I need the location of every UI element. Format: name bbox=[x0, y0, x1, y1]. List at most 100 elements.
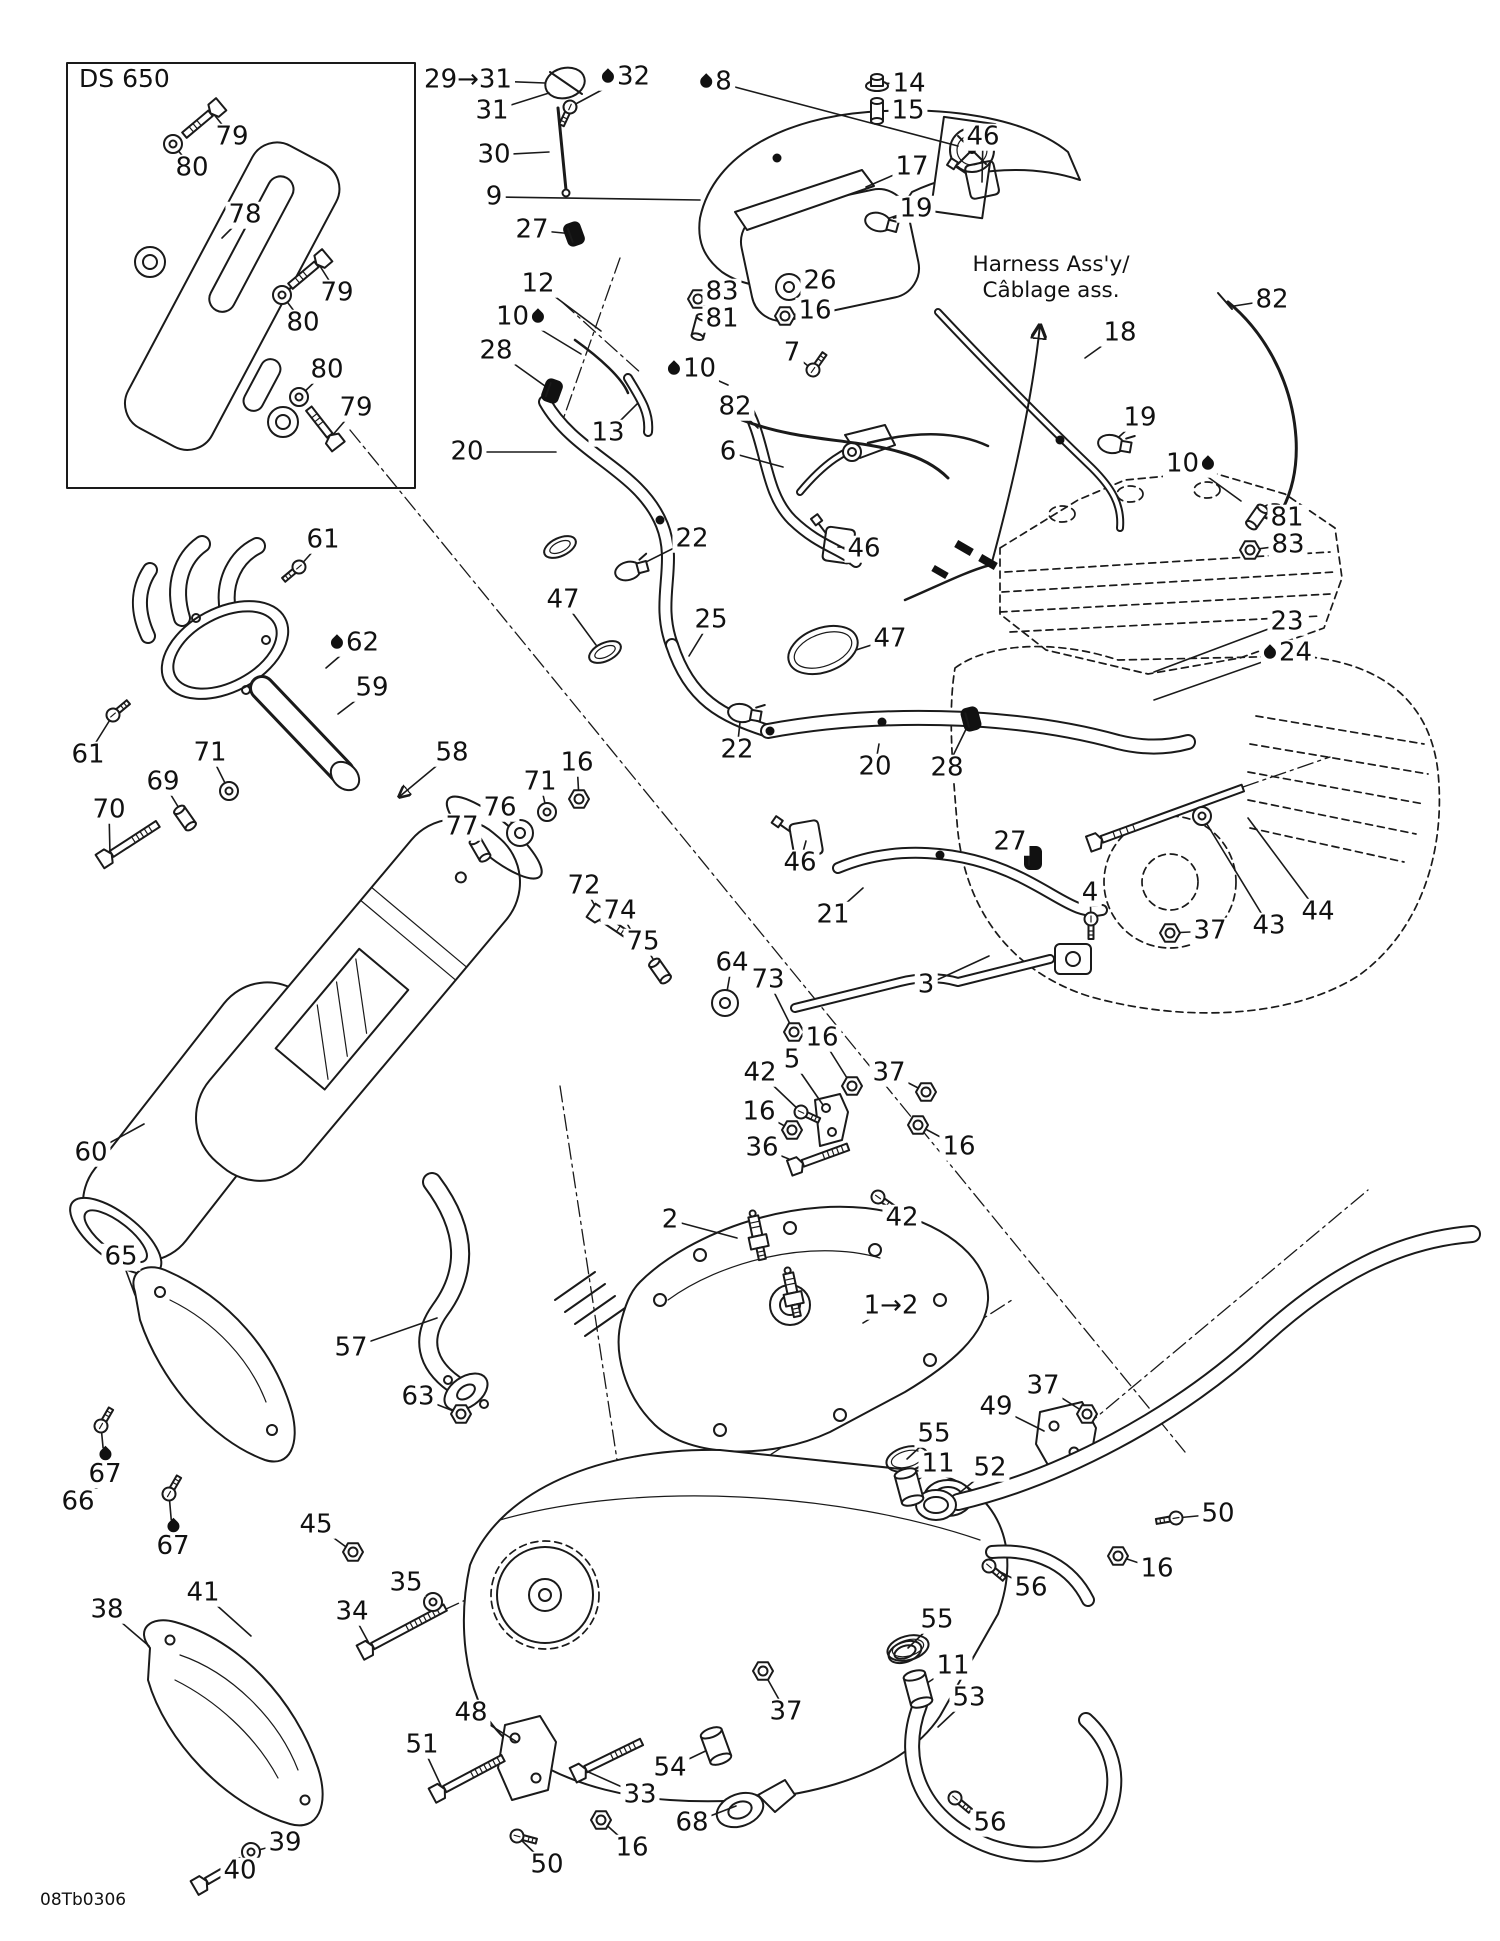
part-callout-37: 37 bbox=[766, 1699, 806, 1726]
fastener-glyphs bbox=[93, 73, 1269, 1896]
part-callout-28: 28 bbox=[476, 338, 516, 365]
screw-icon bbox=[805, 351, 828, 378]
part-number: 7 bbox=[783, 337, 801, 368]
heat-shield-bracket-78 bbox=[124, 141, 341, 451]
part-callout-53: 53 bbox=[949, 1685, 989, 1712]
harness-note-line2: Câblage ass. bbox=[982, 277, 1120, 303]
part-callout-16: 16 bbox=[612, 1835, 652, 1862]
part-number: 83 bbox=[705, 276, 739, 307]
part-number: 70 bbox=[92, 794, 126, 825]
part-callout-28: 28 bbox=[927, 755, 967, 782]
nut-icon bbox=[1107, 1546, 1129, 1566]
part-callout-55: 55 bbox=[917, 1604, 957, 1635]
part-callout-60: 60 bbox=[71, 1140, 111, 1167]
part-callout-51: 51 bbox=[402, 1732, 442, 1759]
part-callout-67: 67 bbox=[85, 1445, 125, 1488]
part-callout-50: 50 bbox=[1198, 1501, 1238, 1528]
part-callout-6: 6 bbox=[716, 439, 740, 466]
part-number: 50 bbox=[530, 1849, 564, 1880]
screw-icon bbox=[281, 559, 307, 583]
part-number: 16 bbox=[805, 1022, 839, 1053]
part-number: 61 bbox=[306, 524, 340, 555]
part-callout-1→2: 1→2 bbox=[860, 1293, 922, 1320]
washer-icon bbox=[272, 285, 292, 305]
part-callout-39: 39 bbox=[265, 1830, 305, 1857]
part-callout-32: 32 bbox=[598, 61, 654, 92]
oil-drop-icon bbox=[328, 634, 346, 652]
part-number: 19 bbox=[1123, 402, 1157, 433]
part-number: 22 bbox=[720, 734, 754, 765]
part-callout-11: 11 bbox=[933, 1650, 973, 1681]
part-number: 37 bbox=[872, 1057, 906, 1088]
mount-icon bbox=[563, 221, 585, 247]
part-number: 46 bbox=[783, 847, 817, 878]
nut-icon bbox=[752, 1661, 774, 1681]
part-number: 44 bbox=[1301, 896, 1335, 927]
part-number: 38 bbox=[90, 1594, 124, 1625]
part-callout-22: 22 bbox=[672, 523, 712, 554]
spacer-icon bbox=[870, 97, 884, 125]
part-number: 33 bbox=[623, 1779, 657, 1810]
part-callout-77: 77 bbox=[442, 814, 482, 841]
part-callout-21: 21 bbox=[813, 902, 853, 929]
nut-icon bbox=[781, 1120, 803, 1140]
part-number: 9 bbox=[485, 181, 503, 212]
part-callout-16: 16 bbox=[795, 298, 835, 325]
leader-line bbox=[1201, 815, 1270, 927]
nut-icon bbox=[1159, 923, 1181, 943]
part-callout-81: 81 bbox=[1267, 505, 1307, 532]
oil-drop-icon bbox=[599, 68, 617, 86]
part-callout-80: 80 bbox=[172, 155, 212, 182]
clip-icon bbox=[809, 513, 856, 565]
damper-icon bbox=[711, 989, 739, 1017]
part-callout-45: 45 bbox=[296, 1512, 336, 1539]
bolt-icon bbox=[785, 1142, 851, 1177]
oil-drop-icon bbox=[529, 308, 547, 326]
washer-icon bbox=[423, 1592, 443, 1612]
screw-icon bbox=[93, 1406, 115, 1434]
nut-icon bbox=[1239, 540, 1261, 560]
leader-line bbox=[715, 81, 959, 147]
part-number: 55 bbox=[920, 1604, 954, 1635]
part-number: 24 bbox=[1278, 637, 1313, 668]
part-callout-82: 82 bbox=[715, 394, 755, 421]
part-number: 11 bbox=[936, 1650, 970, 1681]
part-callout-65: 65 bbox=[101, 1241, 141, 1272]
bolt-icon bbox=[568, 1737, 645, 1784]
part-callout-36: 36 bbox=[742, 1135, 782, 1162]
part-number: 29→31 bbox=[424, 64, 512, 95]
part-number: 8 bbox=[715, 66, 732, 97]
bolt-icon bbox=[305, 405, 346, 453]
part-number: 34 bbox=[335, 1596, 369, 1627]
mount-icon bbox=[541, 378, 563, 404]
part-callout-80: 80 bbox=[283, 310, 323, 337]
screw-icon bbox=[870, 1189, 897, 1212]
part-number: 58 bbox=[435, 737, 469, 768]
part-number: 64 bbox=[715, 947, 749, 978]
part-callout-17: 17 bbox=[892, 154, 932, 181]
part-callout-14: 14 bbox=[889, 71, 929, 98]
throttle-lever-6 bbox=[796, 424, 990, 496]
screw-icon bbox=[1083, 911, 1099, 940]
part-callout-61: 61 bbox=[303, 524, 343, 555]
part-callout-55: 55 bbox=[914, 1421, 954, 1448]
bolt-icon bbox=[427, 1753, 506, 1804]
part-callout-50: 50 bbox=[527, 1849, 567, 1880]
part-number: 65 bbox=[104, 1241, 138, 1272]
part-number: 32 bbox=[616, 61, 651, 92]
part-number: 27 bbox=[993, 826, 1027, 857]
part-callout-4: 4 bbox=[1078, 880, 1102, 907]
nut-icon bbox=[1076, 1404, 1098, 1424]
part-number: 81 bbox=[705, 303, 739, 334]
part-callout-11: 11 bbox=[918, 1451, 958, 1478]
part-number: 61 bbox=[71, 739, 105, 770]
part-number: 74 bbox=[603, 895, 637, 926]
screw-icon bbox=[509, 1828, 538, 1845]
part-number: 67 bbox=[156, 1531, 190, 1562]
spark-plug bbox=[747, 1209, 770, 1262]
part-callout-70: 70 bbox=[89, 794, 129, 825]
nut-icon bbox=[915, 1082, 937, 1102]
screw-icon bbox=[558, 99, 578, 128]
part-number: 79 bbox=[339, 392, 373, 423]
part-number: 22 bbox=[675, 523, 709, 554]
